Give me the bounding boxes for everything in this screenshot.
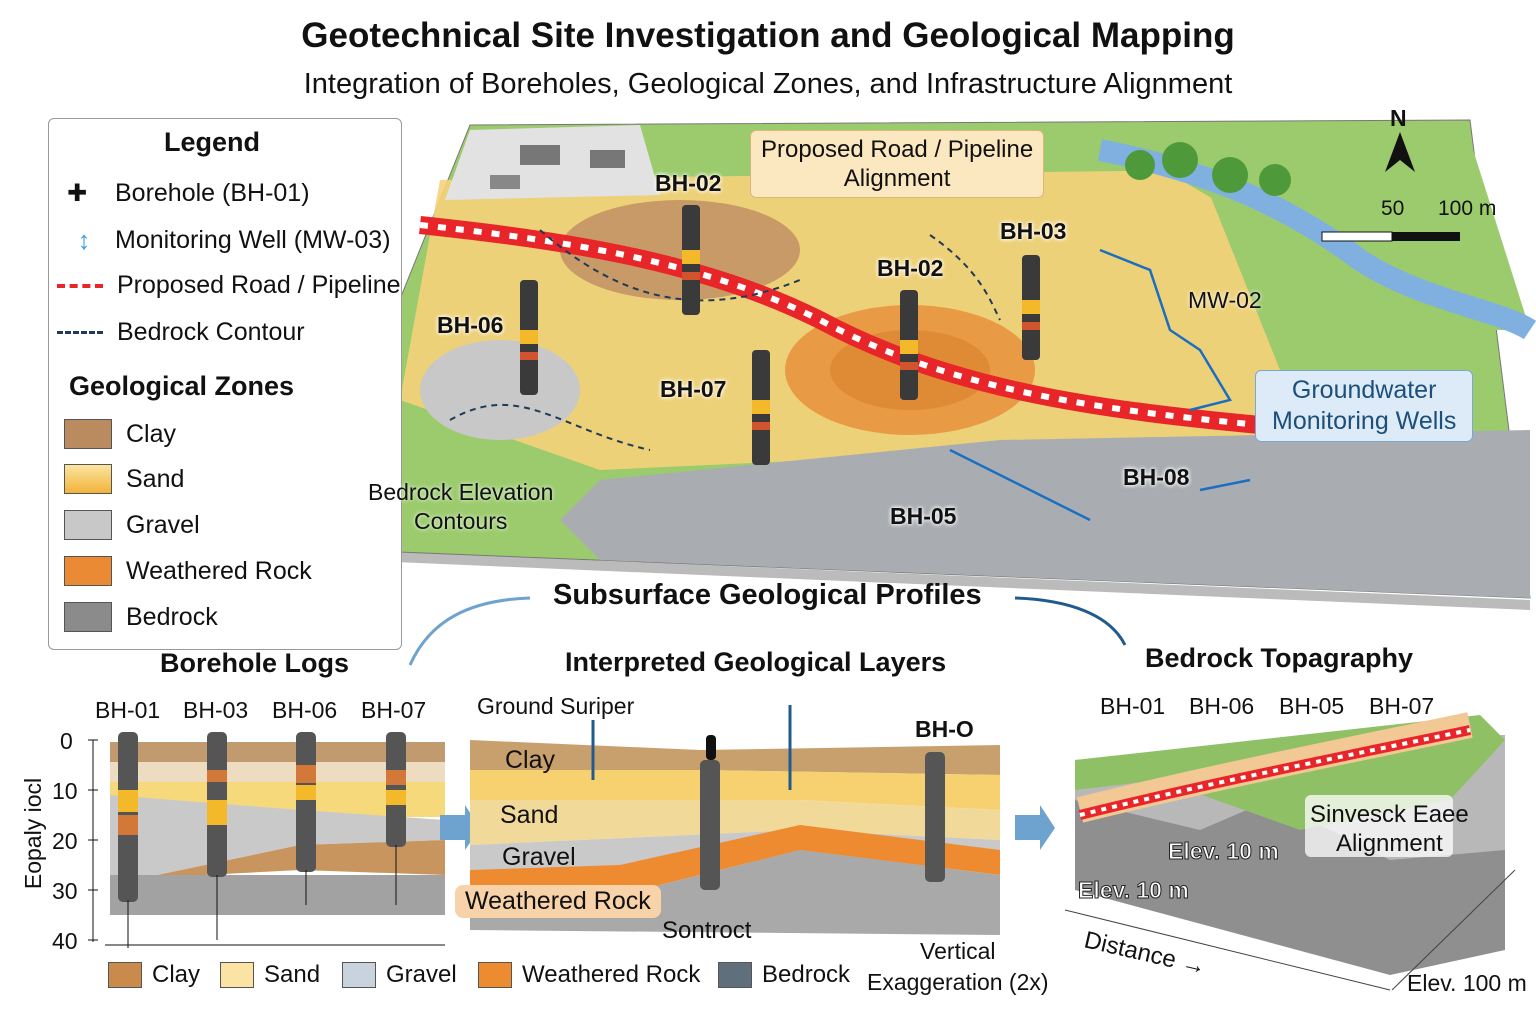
bedrock-col-1: BH-06: [1189, 693, 1255, 719]
borehole-arrow-icon: ✚: [67, 180, 88, 207]
road-alignment-callout: Proposed Road / Pipeline Alignment: [750, 130, 1045, 198]
scale-bar: [1321, 231, 1460, 242]
tick-30: 30: [52, 878, 78, 904]
bottom-legend-gravel: Gravel: [342, 961, 457, 989]
weathered-rock-swatch: [478, 962, 512, 988]
legend-item-borehole: ✚Borehole (BH-01): [67, 179, 310, 207]
map-label-bh-05: BH-05: [890, 503, 957, 529]
map-label-bh-08: BH-08: [1123, 464, 1190, 490]
legend-panel: Legend ✚Borehole (BH-01) ↕Monitoring Wel…: [48, 118, 402, 650]
bottom-legend-clay: Clay: [108, 961, 200, 989]
scale-50: 50: [1381, 197, 1405, 220]
zone-bedrock: Bedrock: [64, 602, 218, 632]
tick-20: 20: [52, 828, 78, 854]
bedrock-col-2: BH-05: [1279, 693, 1345, 719]
elev-right-label: Elev. 100 m: [1407, 970, 1527, 996]
contours-label: Bedrock Elevation Contours: [368, 479, 554, 534]
log-col-1: BH-03: [183, 697, 249, 723]
layer-label-sand: Sand: [500, 801, 559, 829]
profiles-heading: Subsurface Geological Profiles: [553, 579, 982, 611]
gravel-swatch: [64, 510, 112, 540]
ground-surface-label: Ground Suriper: [477, 693, 635, 719]
tick-0: 0: [60, 728, 73, 754]
map-label-mw-02: MW-02: [1188, 287, 1262, 313]
legend-item-monitoring-well: ↕Monitoring Well (MW-03): [67, 225, 391, 256]
groundwater-wells-box: Groundwater Monitoring Wells: [1255, 370, 1474, 442]
depth-axis-label: Eopaly iocl: [20, 777, 47, 890]
legend-heading: Legend: [164, 127, 261, 157]
map-label-bh-03: BH-03: [1000, 218, 1067, 244]
tick-40: 40: [52, 928, 78, 954]
page-subtitle: Integration of Boreholes, Geological Zon…: [303, 68, 1233, 100]
zone-sand: Sand: [64, 464, 184, 494]
map-label-bh-02a: BH-02: [655, 170, 722, 196]
zone-weathered-rock: Weathered Rock: [64, 556, 312, 586]
zone-gravel: Gravel: [64, 510, 200, 540]
bottom-layer-label: Sontroct: [662, 917, 752, 944]
curved-arrow-left: [408, 596, 531, 666]
borehole-logs-heading: Borehole Logs: [160, 648, 350, 678]
elev-label-b: Elev. 10 m: [1078, 877, 1190, 904]
layers-heading: Interpreted Geological Layers: [565, 647, 947, 677]
legend-item-road: Proposed Road / Pipeline: [57, 271, 401, 300]
map-label-bh-07: BH-07: [660, 376, 727, 402]
zone-clay: Clay: [64, 419, 176, 449]
weathered-rock-swatch: [64, 556, 112, 586]
tick-10: 10: [52, 778, 78, 804]
log-col-0: BH-01: [95, 697, 161, 723]
bedrock-heading: Bedrock Topagraphy: [1145, 643, 1414, 673]
bedrock-col-0: BH-01: [1100, 693, 1166, 719]
layer-label-weathered-rock: Weathered Rock: [455, 885, 661, 918]
bedrock-col-3: BH-07: [1369, 693, 1435, 719]
navy-dashed-line-icon: [57, 331, 103, 334]
elev-label-a: Elev. 10 m: [1168, 838, 1280, 865]
bedrock-swatch: [64, 602, 112, 632]
legend-item-bedrock-contour: Bedrock Contour: [57, 318, 305, 347]
bottom-legend-sand: Sand: [220, 961, 320, 989]
zones-heading: Geological Zones: [69, 371, 295, 401]
clay-swatch: [64, 419, 112, 449]
page-title: Geotechnical Site Investigation and Geol…: [301, 16, 1235, 55]
borehole-logs-panel: [88, 732, 480, 948]
curved-arrow-right: [1014, 596, 1127, 646]
clay-swatch: [108, 962, 142, 988]
north-arrow-icon: [1385, 132, 1415, 172]
layers-bh-label: BH-O: [915, 716, 974, 742]
north-label: N: [1390, 105, 1407, 131]
bottom-legend-bedrock: Bedrock: [718, 961, 850, 989]
vertical-exaggeration-label: Vertical Exaggeration (2x): [867, 938, 1049, 995]
sand-swatch: [64, 464, 112, 494]
bottom-legend-weathered-rock: Weathered Rock: [478, 961, 700, 989]
alignment-box-label: Sinvesck Eaee Alignment: [1310, 801, 1469, 857]
bedrock-swatch: [718, 962, 752, 988]
layer-label-gravel: Gravel: [502, 843, 576, 871]
map-label-bh-02b: BH-02: [877, 255, 944, 281]
scale-100m: 100 m: [1438, 197, 1497, 220]
bedrock-topography-panel: [1064, 712, 1516, 991]
monitoring-well-icon: ↕: [77, 225, 91, 255]
layer-label-clay: Clay: [505, 746, 556, 774]
map-label-bh-06: BH-06: [437, 312, 504, 338]
sand-swatch: [220, 962, 254, 988]
interpreted-layers-panel: [470, 705, 1055, 935]
red-dashed-line-icon: [57, 283, 103, 288]
gravel-swatch: [342, 962, 376, 988]
log-col-2: BH-06: [272, 697, 338, 723]
log-col-3: BH-07: [361, 697, 427, 723]
